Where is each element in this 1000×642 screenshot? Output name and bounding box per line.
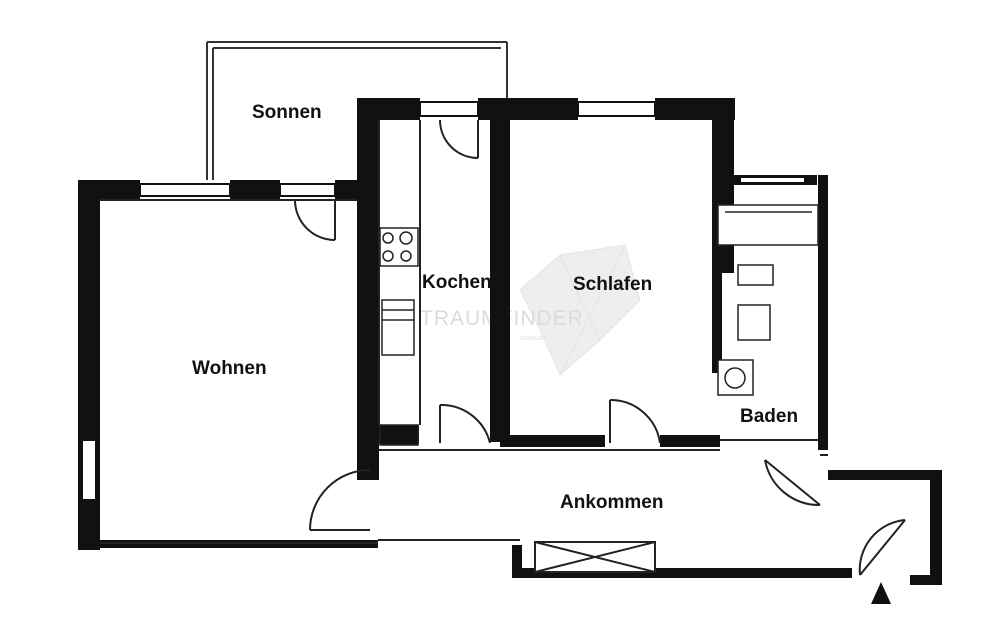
kitchen-fixtures (379, 227, 419, 446)
bathroom-fixtures (717, 204, 819, 396)
thin-lines (100, 120, 828, 544)
window-schlafen-top (577, 101, 656, 117)
room-label-schlafen: Schlafen (573, 274, 652, 295)
window-baden-top (739, 176, 806, 184)
room-label-kochen: Kochen (422, 272, 492, 293)
room-label-sonnen: Sonnen (252, 102, 322, 123)
toilet (737, 304, 771, 341)
room-label-wohnen: Wohnen (192, 358, 267, 379)
washbasin (737, 264, 774, 286)
window-wohnen-left (81, 439, 97, 501)
watermark: TRAUMFINDER zuhause (420, 244, 641, 376)
bathtub (717, 204, 819, 246)
watermark-logo-shape (519, 244, 641, 376)
balcony-outline (206, 41, 508, 180)
window-kochen-top (419, 101, 479, 117)
doors (294, 119, 906, 576)
window-wohnen-top (139, 183, 231, 197)
sink-counter (381, 299, 415, 356)
entrance-arrow-icon (871, 582, 891, 604)
window-sonnen-door (279, 183, 336, 197)
room-label-baden: Baden (740, 406, 798, 427)
windows (81, 101, 806, 501)
watermark-subtext: zuhause (520, 335, 547, 342)
room-label-ankommen: Ankommen (560, 492, 663, 513)
